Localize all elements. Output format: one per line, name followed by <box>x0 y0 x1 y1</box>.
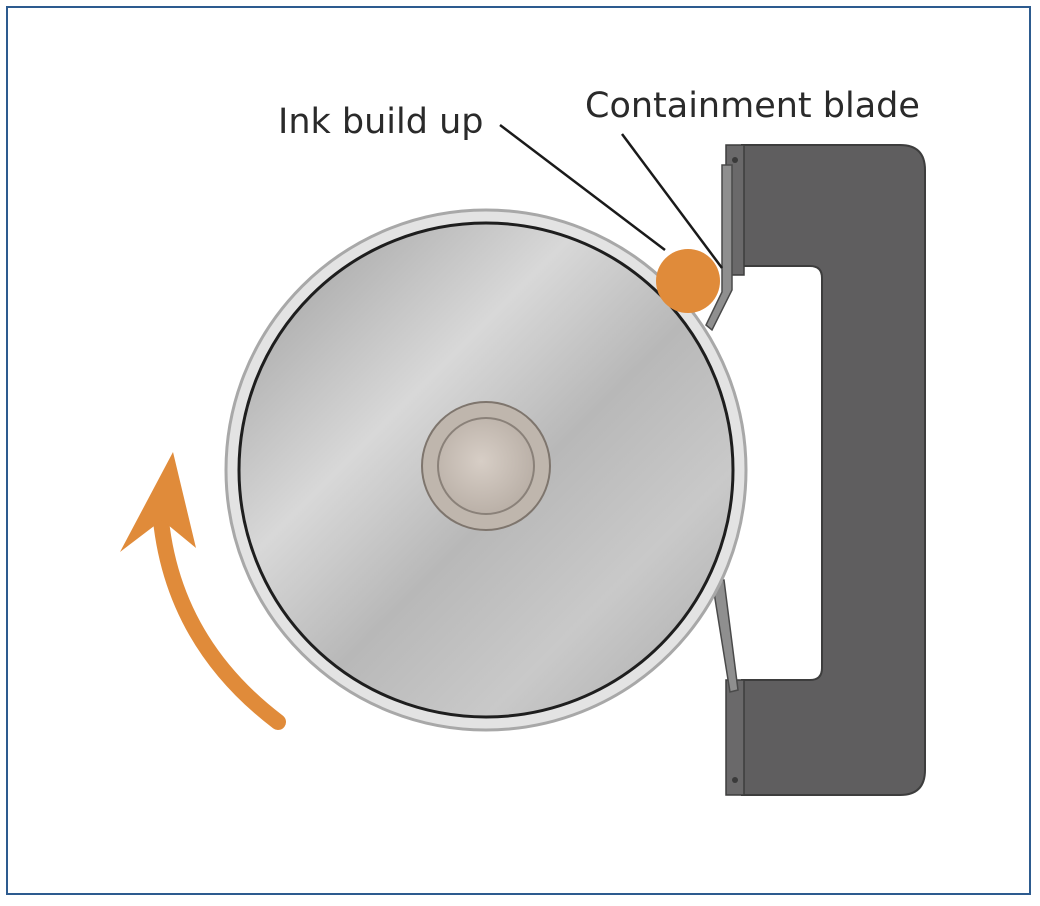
doctor-blade-chamber <box>725 144 926 796</box>
ink-build-up-leader <box>499 124 666 251</box>
doctor-blade <box>711 579 739 693</box>
containment-blade-leader <box>620 133 724 269</box>
ink-build-up-blob <box>656 249 720 313</box>
anilox-roller <box>224 208 748 732</box>
containment-blade-label: Containment blade <box>585 86 920 126</box>
curved-arrow-icon <box>120 452 286 730</box>
containment-blade <box>705 164 733 332</box>
ink-build-up-label: Ink build up <box>278 102 484 142</box>
